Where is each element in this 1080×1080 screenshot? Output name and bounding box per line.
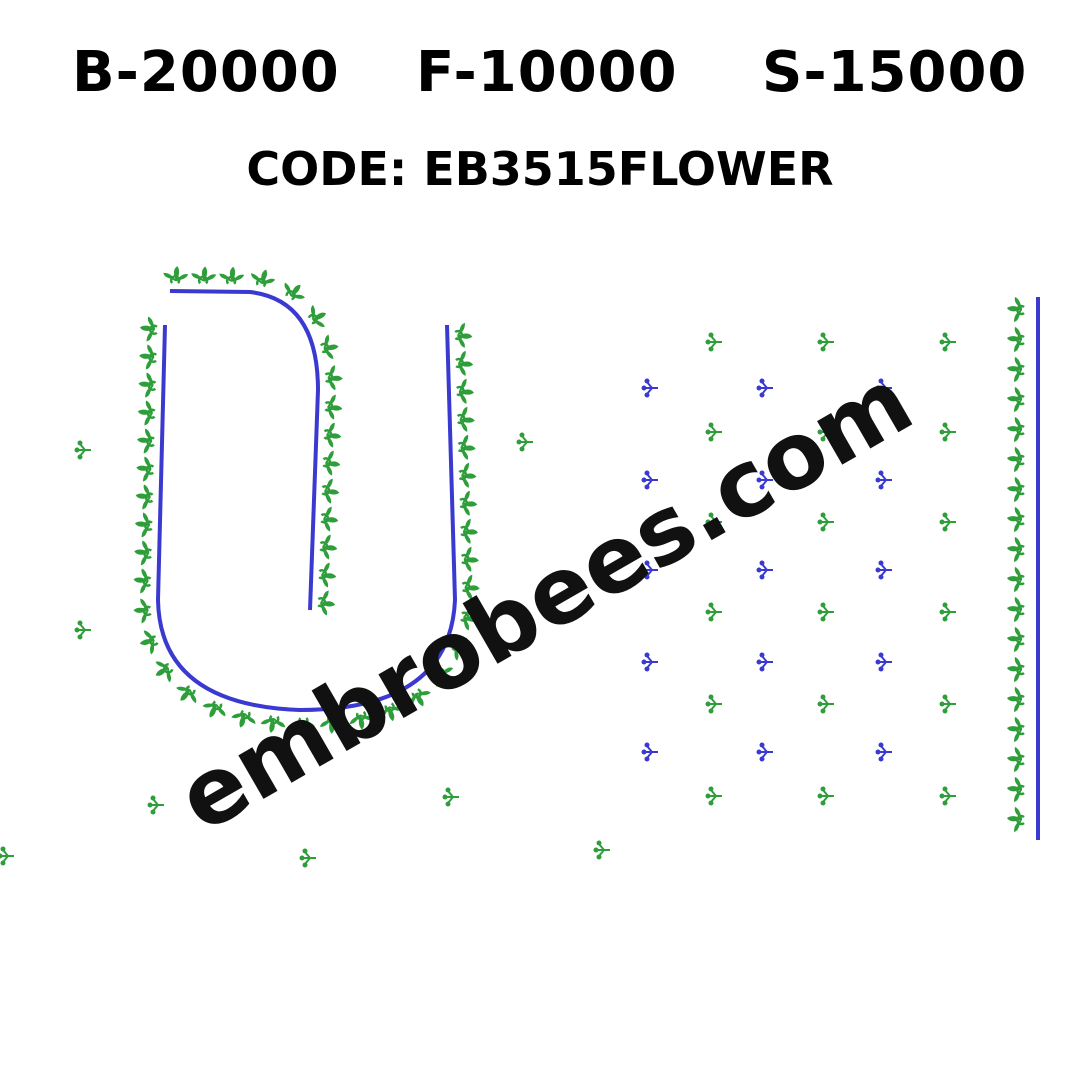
- price-front: F-10000: [416, 40, 678, 105]
- sprig-motif: [441, 786, 460, 808]
- lace-leaf: [455, 377, 476, 406]
- sprig-motif: [755, 741, 774, 763]
- sprig-motif: [592, 839, 611, 861]
- lace-leaf: [1005, 745, 1026, 774]
- lace-leaf: [278, 275, 311, 307]
- lace-leaf: [1005, 505, 1026, 534]
- sprig-motif: [704, 693, 723, 715]
- lace-leaf: [1005, 325, 1026, 354]
- lace-leaf: [457, 461, 478, 490]
- lace-leaf: [1005, 385, 1026, 414]
- sprig-motif: [73, 439, 92, 461]
- lace-leaf: [134, 455, 155, 483]
- lace-leaf: [1005, 685, 1026, 714]
- sprig-motif: [938, 601, 957, 623]
- sprig-motif: [874, 559, 893, 581]
- lace-leaf: [317, 331, 343, 363]
- sprig-motif: [816, 331, 835, 353]
- lace-leaf: [321, 449, 343, 478]
- lace-leaf: [189, 265, 218, 285]
- lace-leaf: [454, 349, 475, 378]
- lace-leaf: [147, 655, 179, 688]
- lace-leaf: [1005, 415, 1026, 444]
- price-blouse: B-20000: [72, 40, 340, 105]
- lace-leaf: [456, 433, 478, 462]
- sprig-motif: [938, 785, 957, 807]
- lace-leaf: [170, 679, 203, 711]
- sprig-motif: [146, 794, 165, 816]
- lace-leaf: [322, 421, 344, 450]
- sprig-motif: [938, 331, 957, 353]
- lace-leaf: [136, 371, 158, 400]
- lace-leaf: [303, 300, 333, 333]
- sprig-motif: [938, 693, 957, 715]
- lace-leaf: [1005, 805, 1026, 834]
- lace-leaf: [1005, 655, 1026, 684]
- lace-leaf: [460, 545, 481, 574]
- lace-leaf: [1005, 775, 1026, 804]
- lace-leaf: [323, 393, 345, 422]
- sprig-motif: [755, 651, 774, 673]
- sprig-motif: [816, 511, 835, 533]
- sprig-motif: [515, 431, 534, 453]
- lace-leaf: [133, 511, 154, 539]
- lace-leaf: [1005, 595, 1026, 624]
- lace-leaf: [453, 321, 474, 350]
- lace-leaf: [1005, 565, 1026, 594]
- sprig-motif: [0, 845, 15, 867]
- lace-leaf: [456, 405, 477, 434]
- lace-leaf: [134, 626, 162, 659]
- lace-leaf: [1005, 625, 1026, 654]
- lace-leaf: [138, 315, 159, 344]
- lace-leaf: [135, 427, 156, 456]
- lace-leaf: [1005, 355, 1026, 384]
- lace-leaf: [317, 560, 338, 590]
- sprig-motif: [640, 741, 659, 763]
- lace-leaf: [134, 483, 155, 511]
- sprig-motif: [816, 693, 835, 715]
- lace-leaf: [458, 489, 479, 518]
- lace-leaf: [316, 588, 337, 618]
- sprig-motif: [874, 469, 893, 491]
- sprig-motif: [938, 421, 957, 443]
- lace-leaf: [1005, 445, 1026, 474]
- lace-leaf: [459, 517, 480, 546]
- sprig-motif: [755, 377, 774, 399]
- sprig-motif: [640, 651, 659, 673]
- lace-leaf: [217, 265, 246, 286]
- lace-leaf: [1005, 535, 1026, 564]
- neckline-outer-edge: [155, 324, 458, 713]
- lace-leaf: [320, 477, 342, 506]
- sprig-motif: [755, 559, 774, 581]
- lace-leaf: [247, 265, 279, 290]
- sprig-motif: [298, 847, 317, 869]
- sprig-motif: [704, 785, 723, 807]
- sprig-motif: [938, 511, 957, 533]
- sprig-motif: [73, 619, 92, 641]
- lace-leaf: [131, 567, 153, 595]
- design-code: CODE: EB3515FLOWER: [246, 142, 834, 196]
- lace-leaf: [318, 532, 339, 562]
- price-sleeve: S-15000: [762, 40, 1028, 105]
- lace-leaf: [323, 363, 345, 392]
- lace-leaf: [319, 504, 341, 534]
- lace-leaf: [1005, 475, 1026, 504]
- lace-leaf: [131, 596, 153, 626]
- lace-leaf: [1005, 295, 1026, 324]
- sprig-motif: [874, 741, 893, 763]
- sprig-motif: [816, 785, 835, 807]
- neckline-inner-edge: [169, 289, 321, 611]
- sprig-motif: [704, 601, 723, 623]
- lace-leaf: [198, 696, 231, 725]
- sprig-motif: [874, 651, 893, 673]
- lace-leaf: [132, 539, 153, 567]
- lace-leaf: [137, 343, 158, 372]
- sprig-motif: [640, 377, 659, 399]
- lace-leaf: [136, 399, 157, 428]
- lace-leaf: [1005, 715, 1026, 744]
- sprig-motif: [704, 331, 723, 353]
- lace-leaf: [161, 264, 190, 285]
- sprig-motif: [816, 601, 835, 623]
